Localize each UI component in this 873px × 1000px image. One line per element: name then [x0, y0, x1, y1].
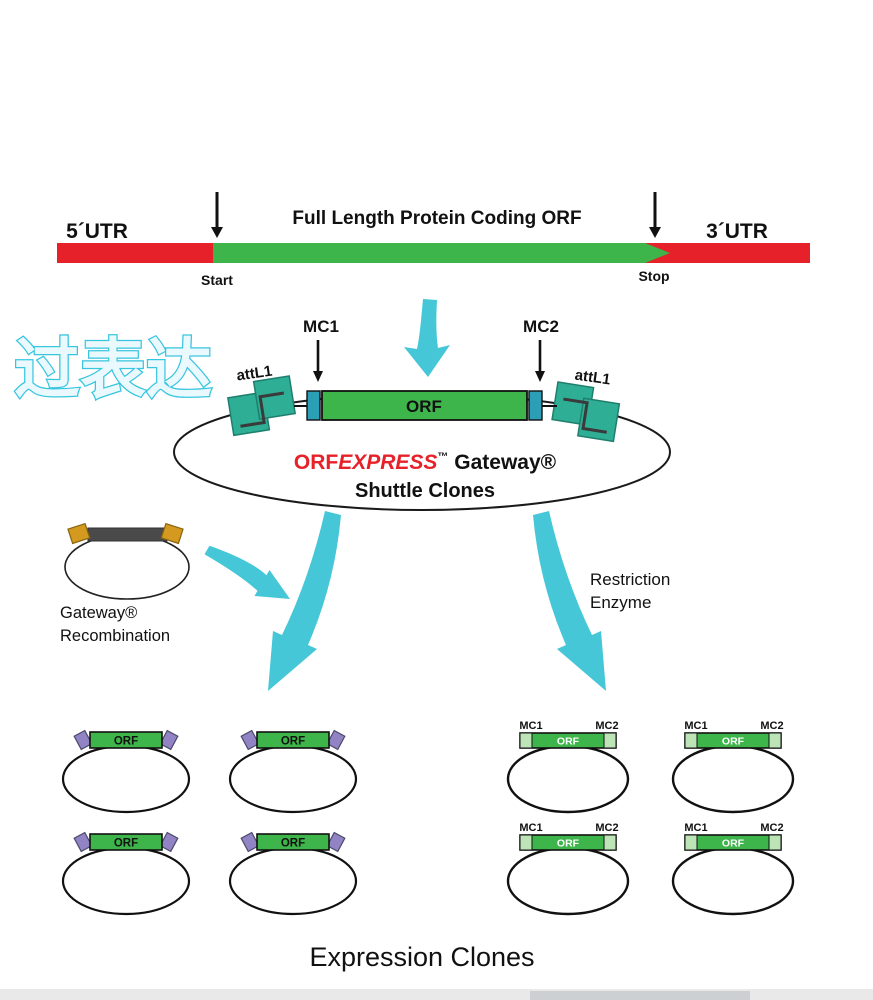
mc1-pointer-label: MC1 — [303, 317, 339, 336]
gateway-expression-clone-4 — [228, 831, 358, 916]
shuttle-clone-subtitle: Shuttle Clones — [355, 480, 495, 502]
shuttle-clone: MC1 MC2 attL1 attL1 ORF — [173, 317, 671, 511]
gateway-label-line1: Gateway® — [60, 604, 137, 622]
attl1-right-site — [551, 381, 621, 443]
restriction-label-line2: Enzyme — [590, 593, 651, 612]
orf-region-label: Full Length Protein Coding ORF — [292, 208, 581, 229]
expression-clones-title: Expression Clones — [309, 942, 534, 972]
attb-marker-right — [160, 522, 184, 545]
title-gateway: Gateway® — [448, 451, 556, 474]
gateway-donor-plasmid — [64, 522, 190, 600]
recombination-arrow — [204, 545, 290, 599]
mc1-cloning-site — [306, 390, 321, 421]
title-tm: ™ — [437, 451, 448, 463]
mc2-cloning-site — [528, 390, 543, 421]
cloning-step-arrow — [404, 299, 450, 377]
stop-arrow — [649, 192, 661, 238]
orf-cassette-label: ORF — [406, 397, 442, 416]
donor-backbone — [64, 534, 190, 600]
start-arrow — [211, 192, 223, 238]
restriction-expression-clone-1 — [506, 718, 630, 814]
gateway-label-line2: Recombination — [60, 627, 170, 645]
gateway-expression-clone-3 — [61, 831, 191, 916]
donor-insert-bar — [87, 527, 168, 542]
mc2-pointer-label: MC2 — [523, 317, 559, 336]
shuttle-clone-title: ORFEXPRESS™ Gateway® — [294, 451, 557, 474]
orf-coding-bar — [213, 243, 645, 263]
orf-cassette — [321, 390, 528, 421]
title-express: EXPRESS — [338, 451, 437, 474]
full-length-construct: 5´UTR 3´UTR Full Length Protein Coding O… — [57, 192, 810, 288]
start-label: Start — [201, 272, 233, 288]
mc2-arrow — [535, 340, 545, 382]
gateway-branch-arrow — [268, 511, 341, 691]
mc1-arrow — [313, 340, 323, 382]
utr5-label: 5´UTR — [66, 220, 128, 243]
stop-label: Stop — [638, 268, 669, 284]
watermark-text: 过表达 — [14, 331, 212, 408]
title-orf: ORF — [294, 451, 339, 474]
restriction-label-line1: Restriction — [590, 570, 670, 589]
restriction-expression-clone-3 — [506, 820, 630, 916]
restriction-expression-clone-4 — [671, 820, 795, 916]
attb-marker-left — [67, 522, 91, 545]
attl1-left-site — [227, 375, 297, 437]
attl1-right-label: attL1 — [574, 367, 612, 389]
gateway-expression-clone-1 — [61, 729, 191, 814]
bottom-edge-artifact — [0, 989, 873, 1000]
restriction-branch-arrow — [533, 511, 606, 691]
utr3-label: 3´UTR — [706, 220, 768, 243]
attl1-left-label: attL1 — [235, 363, 273, 385]
restriction-expression-clone-2 — [671, 718, 795, 814]
gateway-expression-clone-2 — [228, 729, 358, 814]
orf-bar-arrowhead — [645, 243, 670, 263]
bottom-edge-smudge — [530, 991, 750, 1000]
